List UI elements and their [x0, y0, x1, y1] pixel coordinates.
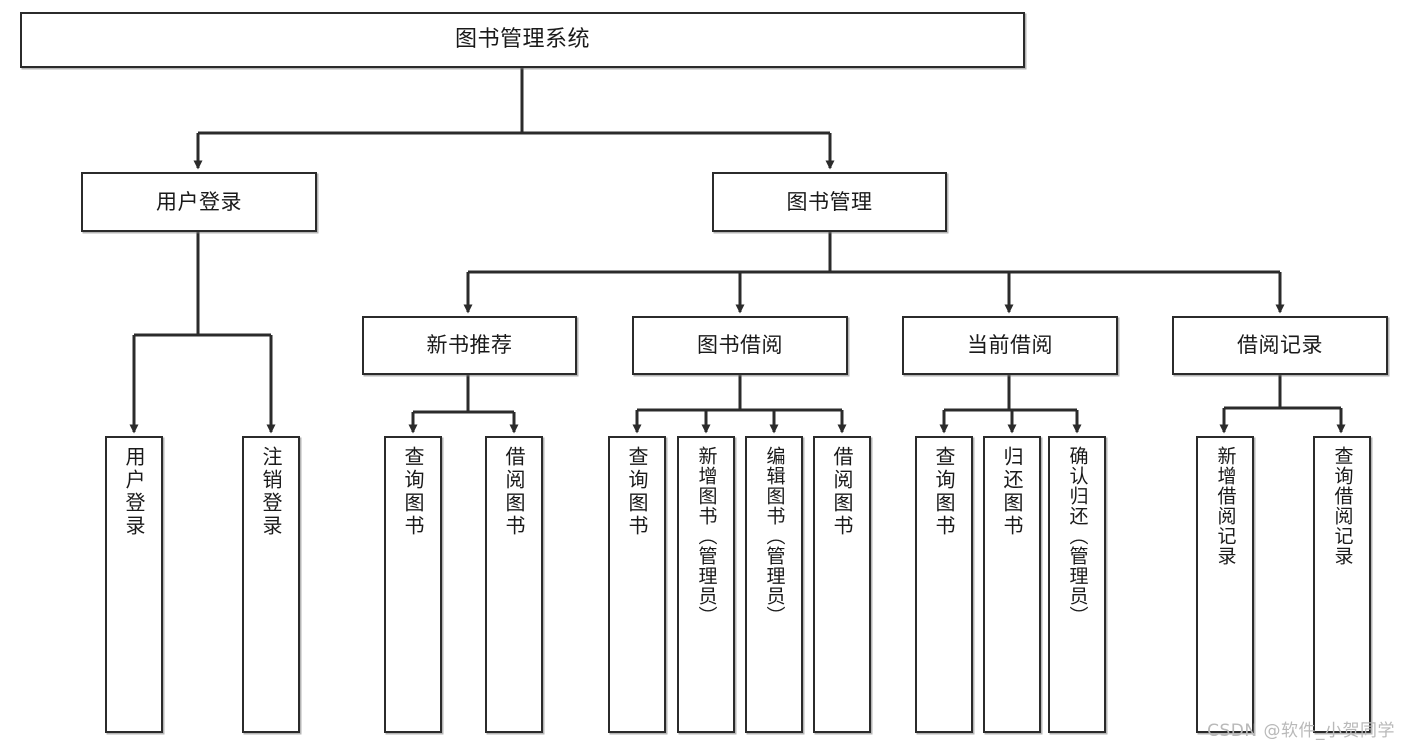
node-user-login-label: 用户登录: [156, 189, 242, 214]
node-leaf-query-book-current-label: 查询图书: [932, 446, 956, 538]
node-root-label: 图书管理系统: [454, 27, 590, 53]
csdn-watermark: CSDN @软件_小贺同学: [1207, 721, 1395, 741]
node-borrow-record-label: 借阅记录: [1237, 333, 1323, 358]
node-leaf-query-book-recommend-label: 查询图书: [401, 446, 425, 538]
node-leaf-add-book[interactable]: 新增图书（管理员）: [677, 436, 735, 733]
node-leaf-add-borrow-record[interactable]: 新增借阅记录: [1196, 436, 1254, 733]
node-leaf-edit-book-label: 编辑图书（管理员）: [763, 446, 786, 626]
node-user-login[interactable]: 用户登录: [81, 172, 317, 232]
node-leaf-query-book-borrow[interactable]: 查询图书: [608, 436, 666, 733]
node-new-book-recommend-label: 新书推荐: [426, 333, 513, 358]
node-new-book-recommend[interactable]: 新书推荐: [362, 316, 577, 375]
node-leaf-borrow-book-recommend-label: 借阅图书: [502, 446, 526, 538]
node-leaf-confirm-return-label: 确认归还（管理员）: [1066, 446, 1089, 626]
node-leaf-borrow-book[interactable]: 借阅图书: [813, 436, 871, 733]
node-leaf-add-book-label: 新增图书（管理员）: [695, 446, 718, 626]
node-current-borrow[interactable]: 当前借阅: [902, 316, 1118, 375]
node-leaf-query-book-current[interactable]: 查询图书: [915, 436, 973, 733]
node-leaf-query-book-recommend[interactable]: 查询图书: [384, 436, 442, 733]
node-leaf-add-borrow-record-label: 新增借阅记录: [1214, 446, 1237, 566]
node-book-manage-label: 图书管理: [786, 189, 873, 214]
node-leaf-edit-book[interactable]: 编辑图书（管理员）: [745, 436, 803, 733]
node-book-manage[interactable]: 图书管理: [712, 172, 947, 232]
node-leaf-query-book-borrow-label: 查询图书: [625, 446, 649, 538]
node-current-borrow-label: 当前借阅: [967, 333, 1053, 358]
node-leaf-borrow-book-label: 借阅图书: [830, 446, 854, 538]
node-leaf-user-logout[interactable]: 注销登录: [242, 436, 300, 733]
node-leaf-confirm-return[interactable]: 确认归还（管理员）: [1048, 436, 1106, 733]
node-book-borrow[interactable]: 图书借阅: [632, 316, 848, 375]
node-leaf-user-login-label: 用户登录: [122, 446, 146, 538]
node-leaf-query-borrow-record[interactable]: 查询借阅记录: [1313, 436, 1371, 733]
node-leaf-return-book-label: 归还图书: [1000, 446, 1024, 538]
node-leaf-query-borrow-record-label: 查询借阅记录: [1331, 446, 1354, 566]
node-root-system[interactable]: 图书管理系统: [20, 12, 1025, 68]
node-leaf-user-logout-label: 注销登录: [259, 446, 283, 538]
node-borrow-record[interactable]: 借阅记录: [1172, 316, 1388, 375]
node-leaf-user-login[interactable]: 用户登录: [105, 436, 163, 733]
node-book-borrow-label: 图书借阅: [697, 333, 783, 358]
node-leaf-return-book[interactable]: 归还图书: [983, 436, 1041, 733]
node-leaf-borrow-book-recommend[interactable]: 借阅图书: [485, 436, 543, 733]
